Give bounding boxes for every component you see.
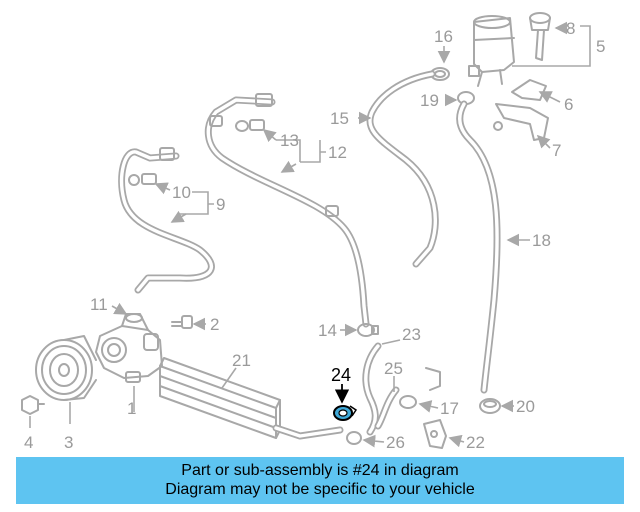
hose-25	[374, 386, 400, 430]
callout-8[interactable]: 8	[566, 19, 575, 38]
callout-16[interactable]: 16	[434, 27, 453, 46]
callout-9[interactable]: 9	[216, 195, 225, 214]
reservoir	[468, 15, 515, 87]
info-banner: Part or sub-assembly is #24 in diagram D…	[16, 457, 624, 504]
callout-19[interactable]: 19	[420, 91, 439, 110]
callout-25[interactable]: 25	[384, 359, 403, 378]
bracket-22	[423, 419, 447, 449]
callout-2[interactable]: 2	[210, 315, 219, 334]
banner-line-1: Part or sub-assembly is #24 in diagram	[181, 462, 459, 479]
callout-17[interactable]: 17	[440, 399, 459, 418]
callout-15[interactable]: 15	[330, 109, 349, 128]
pressure-line-9	[118, 147, 215, 294]
clamp-17	[399, 367, 441, 409]
callout-5[interactable]: 5	[596, 37, 605, 56]
clamp-26	[346, 431, 362, 445]
clamp-24-highlighted[interactable]	[333, 405, 358, 421]
return-pipe-12	[204, 93, 370, 328]
bolt-2	[171, 315, 193, 329]
o-ring-10	[128, 173, 157, 186]
callout-26[interactable]: 26	[386, 433, 405, 452]
cooler-21	[159, 357, 344, 440]
callout-4[interactable]: 4	[24, 433, 33, 452]
hose-15	[366, 70, 439, 268]
callout-3[interactable]: 3	[64, 433, 73, 452]
callout-6[interactable]: 6	[564, 95, 573, 114]
hose-23	[362, 342, 382, 436]
callout-7[interactable]: 7	[552, 141, 561, 160]
bolt-4	[21, 395, 45, 415]
pulley-3	[35, 335, 97, 401]
callout-12[interactable]: 12	[328, 143, 347, 162]
callout-14[interactable]: 14	[318, 321, 337, 340]
callout-21[interactable]: 21	[232, 351, 251, 370]
callout-24[interactable]: 24	[331, 365, 351, 385]
cap-20	[479, 398, 501, 414]
clamp-14	[357, 323, 379, 337]
reservoir-cap	[529, 12, 551, 61]
callout-1[interactable]: 1	[127, 399, 136, 418]
callout-11[interactable]: 11	[90, 295, 108, 314]
banner-line-2: Diagram may not be specific to your vehi…	[165, 481, 475, 498]
o-ring-11	[125, 313, 143, 323]
hose-18	[456, 100, 501, 394]
callout-10[interactable]: 10	[172, 183, 191, 202]
callout-22[interactable]: 22	[466, 433, 485, 452]
power-steering-pump	[95, 313, 163, 383]
callout-23[interactable]: 23	[402, 325, 421, 344]
callout-13[interactable]: 13	[280, 131, 299, 150]
o-ring-13	[235, 119, 265, 132]
callout-20[interactable]: 20	[516, 397, 535, 416]
callout-18[interactable]: 18	[532, 231, 551, 250]
mount-bracket	[493, 79, 549, 141]
